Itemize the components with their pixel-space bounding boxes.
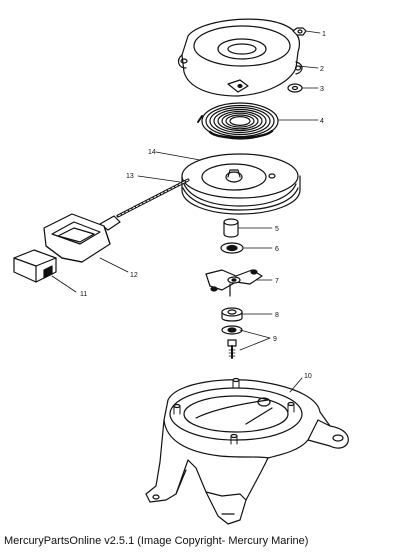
- callout-6: 6: [275, 246, 279, 253]
- callout-14: 14: [148, 149, 156, 156]
- rewind-spring: [197, 102, 279, 140]
- callout-2: 2: [320, 66, 324, 73]
- callout-4: 4: [320, 118, 324, 125]
- handle-insert: [13, 249, 57, 283]
- callout-7: 7: [275, 278, 279, 285]
- retainer: [221, 307, 243, 322]
- callout-3: 3: [320, 86, 324, 93]
- callout-8: 8: [275, 312, 279, 319]
- callout-1: 1: [322, 31, 326, 38]
- copyright-footer: MercuryPartsOnline v2.5.1 (Image Copyrig…: [4, 535, 309, 547]
- washer-part-3: [287, 83, 303, 93]
- callout-5: 5: [275, 226, 279, 233]
- leader-lines: [51, 30, 321, 393]
- callout-13: 13: [126, 173, 134, 180]
- starter-rope: [116, 178, 190, 218]
- pawl-cam-plate: [205, 269, 263, 297]
- callout-9: 9: [273, 336, 277, 343]
- washer-and-screw: [221, 325, 243, 359]
- callout-10: 10: [304, 373, 312, 380]
- starter-handle: [43, 213, 121, 263]
- starter-housing: [177, 18, 303, 97]
- callout-11: 11: [80, 291, 87, 298]
- pulley: [181, 153, 301, 215]
- bushing: [223, 218, 239, 238]
- starter-base: [145, 377, 349, 525]
- callout-12: 12: [130, 272, 138, 279]
- washer-part-6: [220, 242, 244, 254]
